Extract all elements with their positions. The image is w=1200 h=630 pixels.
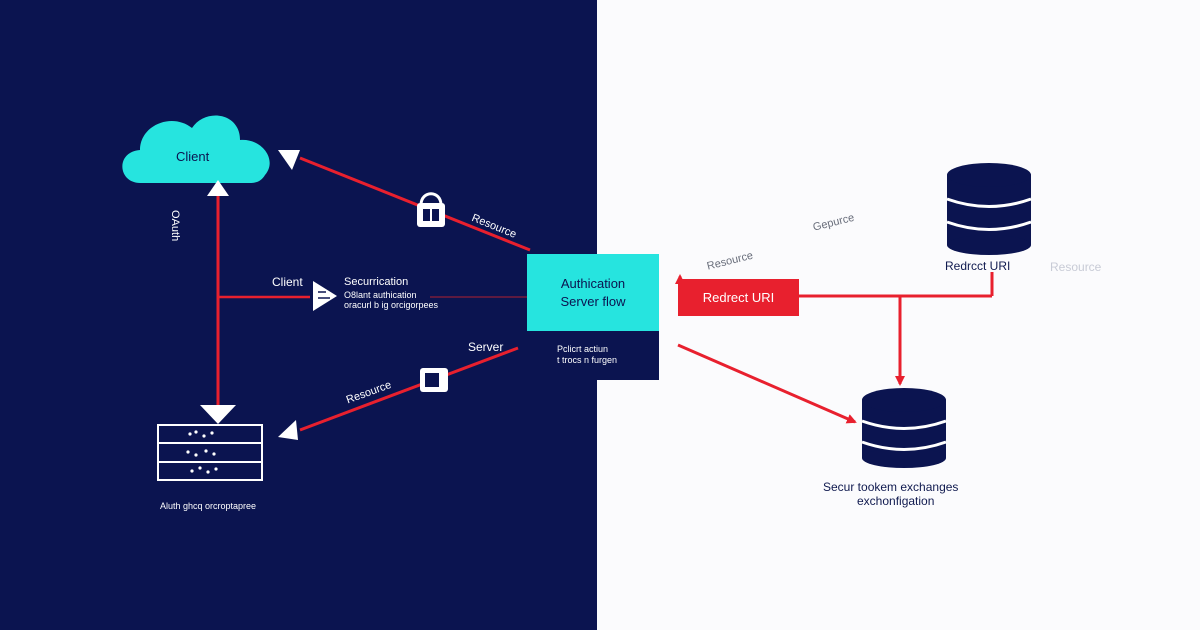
left-panel <box>0 0 597 630</box>
server-label: Server <box>468 340 504 354</box>
client-cloud-label: Client <box>176 149 210 164</box>
database-icon <box>861 388 947 468</box>
auth-box-line1: Authication <box>560 275 626 291</box>
secure-line2: exchonfigation <box>857 494 935 508</box>
up-arrow-head <box>207 180 229 196</box>
under-line2: t trocs n furgen <box>557 355 618 365</box>
lock-icon <box>417 192 445 227</box>
security-sub2: oracurl b ig orcigorpees <box>344 300 439 310</box>
device-icon <box>420 368 448 392</box>
resource-to-client-line <box>299 156 531 252</box>
auth-box-line2: Server flow <box>560 293 626 309</box>
security-sub1: O8lant authication <box>344 290 417 300</box>
rack-arrow-head <box>278 420 298 440</box>
triangle-icon <box>313 281 337 311</box>
server-rack-icon <box>157 424 263 481</box>
redirect-uri-box[interactable]: Redrect URI <box>678 279 799 316</box>
auth-box-footer: Pclicrt actiun t trocs n furgen <box>527 331 659 380</box>
faded-resource-label: Resource <box>1050 260 1102 274</box>
database-icon <box>946 163 1032 255</box>
auth-server-box[interactable]: Authication Server flow <box>527 254 659 331</box>
server-to-rack-line <box>299 346 519 432</box>
security-title: Securrication <box>344 276 409 288</box>
vertical-label: OAuth <box>169 210 181 242</box>
to-secure-db-line <box>677 343 857 424</box>
db-top-label: Redrcct URI <box>945 259 1011 273</box>
client-arrow-head <box>278 150 300 170</box>
down-arrow-head <box>200 405 236 424</box>
rack-caption: Aluth ghcq orcroptapree <box>160 501 257 511</box>
branch-label: Client <box>272 275 303 289</box>
secure-line1: Secur tookem exchanges <box>823 480 959 494</box>
cloud-icon <box>122 115 270 183</box>
under-line1: Pclicrt actiun <box>557 344 609 354</box>
